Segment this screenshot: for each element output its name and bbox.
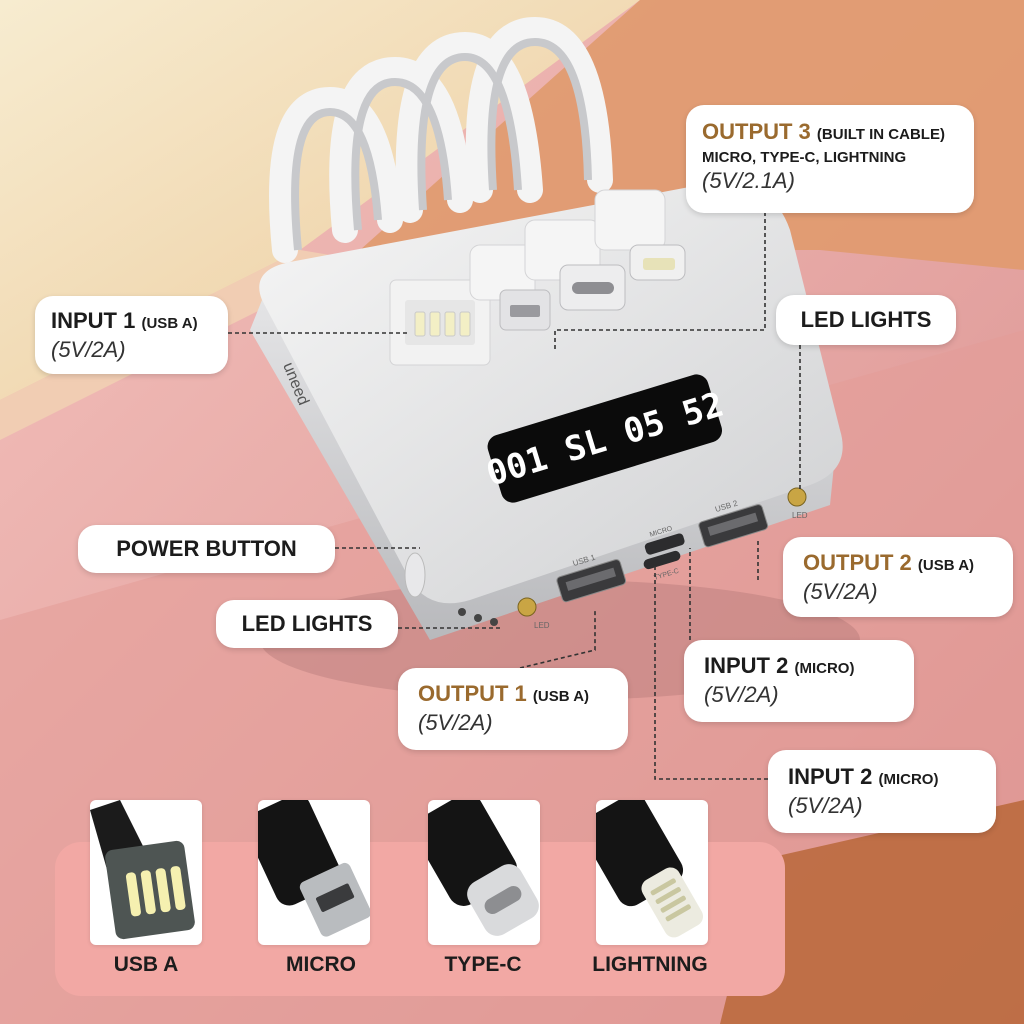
side-led-dots	[458, 608, 498, 626]
side-led-right: LED	[787, 487, 808, 520]
callout-power-button: POWER BUTTON	[78, 525, 335, 573]
input1-title: INPUT 1	[51, 308, 136, 333]
top-connector-micro	[469, 244, 551, 331]
power-button	[404, 552, 426, 598]
input2b-spec: (5V/2A)	[788, 793, 863, 818]
power-title: POWER BUTTON	[116, 536, 297, 561]
leader-lines	[228, 212, 801, 780]
input1-note: (USB A)	[141, 315, 198, 332]
top-connector-usb-a	[389, 279, 491, 366]
connector-label-lightning: LIGHTNING	[592, 953, 708, 976]
type-c-connector-icon	[428, 800, 539, 936]
callout-led-lights-left: LED LIGHTS	[216, 600, 398, 648]
usb-a-connector-icon	[90, 800, 195, 940]
connector-label-micro: MICRO	[286, 953, 356, 976]
callout-input-2-lower: INPUT 2 (MICRO) (5V/2A)	[768, 750, 996, 833]
output1-title: OUTPUT 1	[418, 681, 527, 706]
input2a-title: INPUT 2	[704, 653, 789, 678]
output3-spec: (5V/2.1A)	[702, 168, 795, 193]
connector-tile-lightning	[596, 800, 708, 945]
top-connector-lightning	[594, 189, 686, 281]
svg-text:LED: LED	[792, 511, 808, 520]
connector-tile-micro	[258, 800, 370, 945]
callout-output-1: OUTPUT 1 (USB A) (5V/2A)	[398, 668, 628, 750]
input2a-spec: (5V/2A)	[704, 682, 779, 707]
svg-text:LED: LED	[534, 621, 550, 630]
callout-output-2: OUTPUT 2 (USB A) (5V/2A)	[783, 537, 1013, 617]
callout-input-2-upper: INPUT 2 (MICRO) (5V/2A)	[684, 640, 914, 722]
connector-tile-type-c	[428, 800, 540, 945]
side-led-left: LED	[517, 597, 550, 630]
lightning-connector-icon	[596, 800, 704, 938]
background-bottom-right	[720, 800, 1024, 1024]
callout-input-1: INPUT 1 (USB A) (5V/2A)	[35, 296, 228, 374]
output1-spec: (5V/2A)	[418, 710, 493, 735]
input2a-note: (MICRO)	[794, 660, 855, 677]
output1-note: (USB A)	[532, 688, 590, 705]
output2-note: (USB A)	[917, 557, 975, 574]
input2b-note: (MICRO)	[878, 771, 939, 788]
input2b-title: INPUT 2	[788, 764, 873, 789]
output3-title: OUTPUT 3	[702, 119, 811, 144]
output3-note: (BUILT IN CABLE)	[816, 126, 945, 143]
output2-spec: (5V/2A)	[803, 579, 878, 604]
callout-output-3: OUTPUT 3 (BUILT IN CABLE) MICRO, TYPE-C,…	[686, 105, 974, 213]
connector-label-usb-a: USB A	[113, 953, 179, 976]
power-bank-side	[250, 300, 835, 640]
micro-usb-connector-icon	[258, 800, 370, 937]
callout-led-lights-top: LED LIGHTS	[776, 295, 956, 345]
cable-loops-shadow	[291, 37, 592, 251]
led-left-title: LED LIGHTS	[241, 611, 373, 636]
top-connector-type-c	[524, 219, 626, 311]
connector-label-type-c: TYPE-C	[444, 953, 522, 976]
output3-sub: MICRO, TYPE-C, LIGHTNING	[702, 149, 907, 166]
output2-title: OUTPUT 2	[803, 550, 912, 575]
led-top-title: LED LIGHTS	[800, 307, 932, 332]
connector-tile-usb-a	[90, 800, 202, 945]
side-port-usb1: USB 1	[556, 553, 627, 603]
input1-spec: (5V/2A)	[51, 337, 126, 362]
cable-loops	[269, 16, 613, 263]
